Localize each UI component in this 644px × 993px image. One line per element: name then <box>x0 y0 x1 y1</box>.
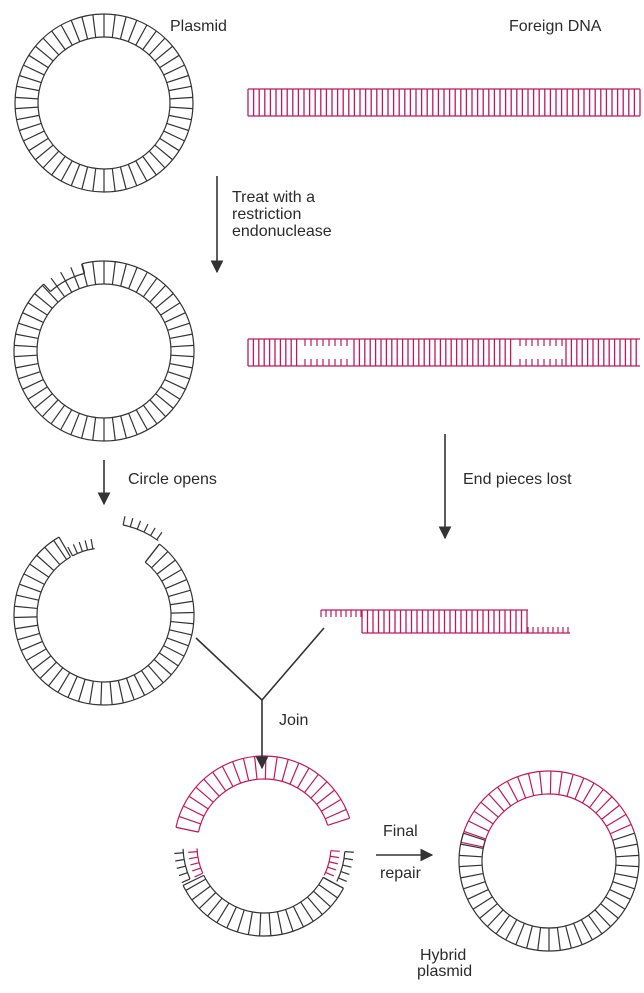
joined-plasmid <box>174 756 353 936</box>
plasmid-label: Plasmid <box>170 18 227 35</box>
hybrid-label-line2: plasmid <box>417 963 472 980</box>
opened-plasmid <box>14 516 194 705</box>
treat-label-line1: Treat with a <box>232 189 315 206</box>
foreign-dna-strand <box>248 89 640 116</box>
end-pieces-lost-label: End pieces lost <box>463 471 572 488</box>
foreign-dna-fragment <box>321 610 570 633</box>
treat-label-line3: endonuclease <box>232 223 332 240</box>
cut-foreign-dna-strand <box>248 339 640 366</box>
join-label: Join <box>279 712 308 729</box>
cut-plasmid <box>14 261 194 441</box>
hybrid-label-line1: Hybrid <box>420 947 466 964</box>
process-arrows <box>104 176 445 855</box>
circle-opens-label: Circle opens <box>128 471 217 488</box>
final-label: Final <box>383 823 418 840</box>
repair-label: repair <box>380 865 421 882</box>
foreign-dna-label: Foreign DNA <box>509 18 601 35</box>
treat-label-line2: restriction <box>232 206 301 223</box>
hybrid-plasmid <box>459 771 639 951</box>
intact-plasmid <box>15 14 193 192</box>
